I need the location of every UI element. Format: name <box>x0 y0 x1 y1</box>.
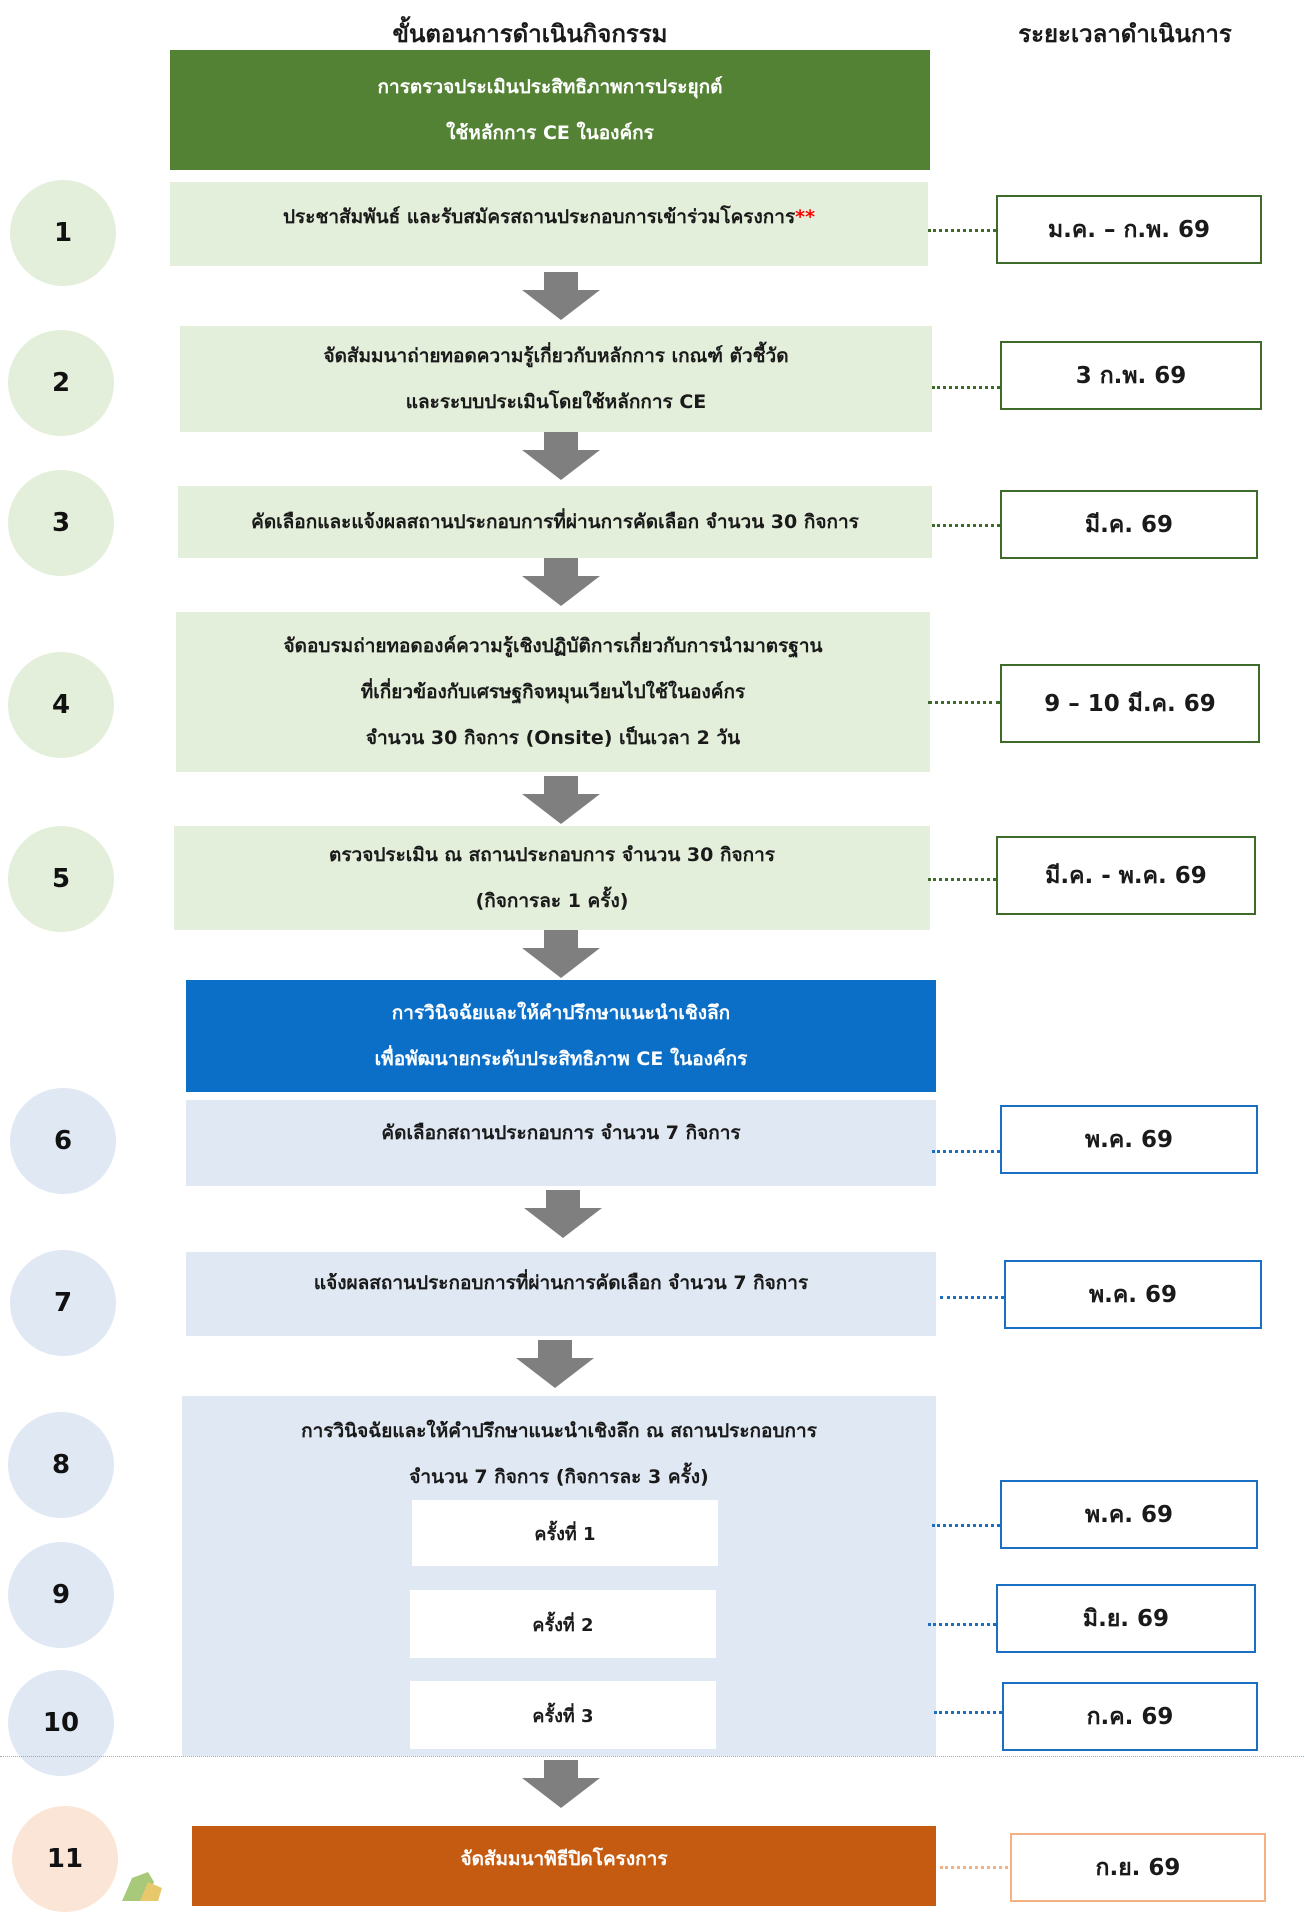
down-arrow-icon <box>522 776 600 824</box>
step-8-connector <box>932 1524 1000 1527</box>
step-6-time: พ.ค. 69 <box>1000 1105 1258 1174</box>
section-assessment-line1: การตรวจประเมินประสิทธิภาพการประยุกต์ <box>377 76 723 98</box>
step-11-time: ก.ย. 69 <box>1010 1833 1266 1902</box>
down-arrow-icon <box>522 930 600 978</box>
step-5-connector <box>928 878 996 881</box>
step-number-6: 6 <box>10 1088 116 1194</box>
down-arrow-icon <box>524 1190 602 1238</box>
step-3-connector <box>932 524 1000 527</box>
section-consulting-line1: การวินิจฉัยและให้คำปรึกษาแนะนำเชิงลึก <box>391 1002 731 1024</box>
step-1-mark: ** <box>795 206 816 228</box>
down-arrow-icon <box>522 432 600 480</box>
step-2-time: 3 ก.พ. 69 <box>1000 341 1262 410</box>
down-arrow-icon <box>516 1340 594 1388</box>
step-9-time: มิ.ย. 69 <box>996 1584 1256 1653</box>
step-7-box: แจ้งผลสถานประกอบการที่ผ่านการคัดเลือก จำ… <box>186 1252 936 1336</box>
step-4-line3: จำนวน 30 กิจการ (Onsite) เป็นเวลา 2 วัน <box>365 727 741 749</box>
step-8-line2: จำนวน 7 กิจการ (กิจการละ 3 ครั้ง) <box>409 1466 709 1488</box>
step-number-9: 9 <box>8 1542 114 1648</box>
step-number-8: 8 <box>8 1412 114 1518</box>
step-2-line2: และระบบประเมินโดยใช้หลักการ CE <box>405 391 707 413</box>
decorative-illustration-icon <box>122 1872 162 1901</box>
section-divider <box>0 1756 1304 1757</box>
step-5-time: มี.ค. - พ.ค. 69 <box>996 836 1256 915</box>
step-3-box: คัดเลือกและแจ้งผลสถานประกอบการที่ผ่านการ… <box>178 486 932 558</box>
step-7-time: พ.ค. 69 <box>1004 1260 1262 1329</box>
step-11-box: จัดสัมมนาพิธีปิดโครงการ <box>192 1826 936 1906</box>
step-4-connector <box>928 701 1000 704</box>
step-11-connector <box>940 1866 1008 1869</box>
step-7-line1: แจ้งผลสถานประกอบการที่ผ่านการคัดเลือก จำ… <box>313 1272 809 1294</box>
step-8-time: พ.ค. 69 <box>1000 1480 1258 1549</box>
step-number-11: 11 <box>12 1806 118 1912</box>
step-1-line1: ประชาสัมพันธ์ และรับสมัครสถานประกอบการเข… <box>282 206 796 228</box>
step-4-time: 9 – 10 มี.ค. 69 <box>1000 664 1260 743</box>
step-number-2: 2 <box>8 330 114 436</box>
step-10-time: ก.ค. 69 <box>1002 1682 1258 1751</box>
section-consulting-header: การวินิจฉัยและให้คำปรึกษาแนะนำเชิงลึก เพ… <box>186 980 936 1092</box>
step-7-connector <box>940 1296 1004 1299</box>
step-number-4: 4 <box>8 652 114 758</box>
visit-2-box: ครั้งที่ 2 <box>410 1590 716 1658</box>
down-arrow-icon <box>522 272 600 320</box>
section-consulting-line2: เพื่อพัฒนายกระดับประสิทธิภาพ CE ในองค์กร <box>374 1048 748 1070</box>
step-8-line1: การวินิจฉัยและให้คำปรึกษาแนะนำเชิงลึก ณ … <box>301 1420 817 1442</box>
step-6-connector <box>932 1150 1000 1153</box>
step-10-connector <box>934 1711 1002 1714</box>
step-5-line2: (กิจการละ 1 ครั้ง) <box>475 890 629 912</box>
step-1-time: ม.ค. – ก.พ. 69 <box>996 195 1262 264</box>
step-number-5: 5 <box>8 826 114 932</box>
step-5-box: ตรวจประเมิน ณ สถานประกอบการ จำนวน 30 กิจ… <box>174 826 930 930</box>
step-4-line2: ที่เกี่ยวข้องกับเศรษฐกิจหมุนเวียนไปใช้ใน… <box>360 681 746 703</box>
step-3-line1: คัดเลือกและแจ้งผลสถานประกอบการที่ผ่านการ… <box>251 511 859 533</box>
step-2-line1: จัดสัมมนาถ่ายทอดความรู้เกี่ยวกับหลักการ … <box>323 345 789 367</box>
section-assessment-header: การตรวจประเมินประสิทธิภาพการประยุกต์ ใช้… <box>170 50 930 170</box>
activity-steps-header: ขั้นตอนการดำเนินกิจกรรม <box>392 20 668 48</box>
step-1-connector <box>928 229 996 232</box>
step-5-line1: ตรวจประเมิน ณ สถานประกอบการ จำนวน 30 กิจ… <box>328 844 775 866</box>
step-2-box: จัดสัมมนาถ่ายทอดความรู้เกี่ยวกับหลักการ … <box>180 326 932 432</box>
step-1-text: ประชาสัมพันธ์ และรับสมัครสถานประกอบการเข… <box>283 194 815 240</box>
down-arrow-icon <box>522 1760 600 1808</box>
duration-header: ระยะเวลาดำเนินการ <box>1018 20 1232 48</box>
step-number-1: 1 <box>10 180 116 286</box>
visit-3-box: ครั้งที่ 3 <box>410 1681 716 1749</box>
step-9-connector <box>928 1623 996 1626</box>
section-assessment-line2: ใช้หลักการ CE ในองค์กร <box>446 122 654 144</box>
visit-1-box: ครั้งที่ 1 <box>412 1500 718 1566</box>
down-arrow-icon <box>522 558 600 606</box>
step-number-10: 10 <box>8 1670 114 1776</box>
step-2-connector <box>932 386 1000 389</box>
step-number-3: 3 <box>8 470 114 576</box>
step-number-7: 7 <box>10 1250 116 1356</box>
step-11-line1: จัดสัมมนาพิธีปิดโครงการ <box>460 1848 668 1870</box>
step-6-line1: คัดเลือกสถานประกอบการ จำนวน 7 กิจการ <box>381 1122 741 1144</box>
step-6-box: คัดเลือกสถานประกอบการ จำนวน 7 กิจการ <box>186 1100 936 1186</box>
step-1-box: ประชาสัมพันธ์ และรับสมัครสถานประกอบการเข… <box>170 182 928 266</box>
step-3-time: มี.ค. 69 <box>1000 490 1258 559</box>
step-4-box: จัดอบรมถ่ายทอดองค์ความรู้เชิงปฏิบัติการเ… <box>176 612 930 772</box>
step-4-line1: จัดอบรมถ่ายทอดองค์ความรู้เชิงปฏิบัติการเ… <box>283 635 823 657</box>
